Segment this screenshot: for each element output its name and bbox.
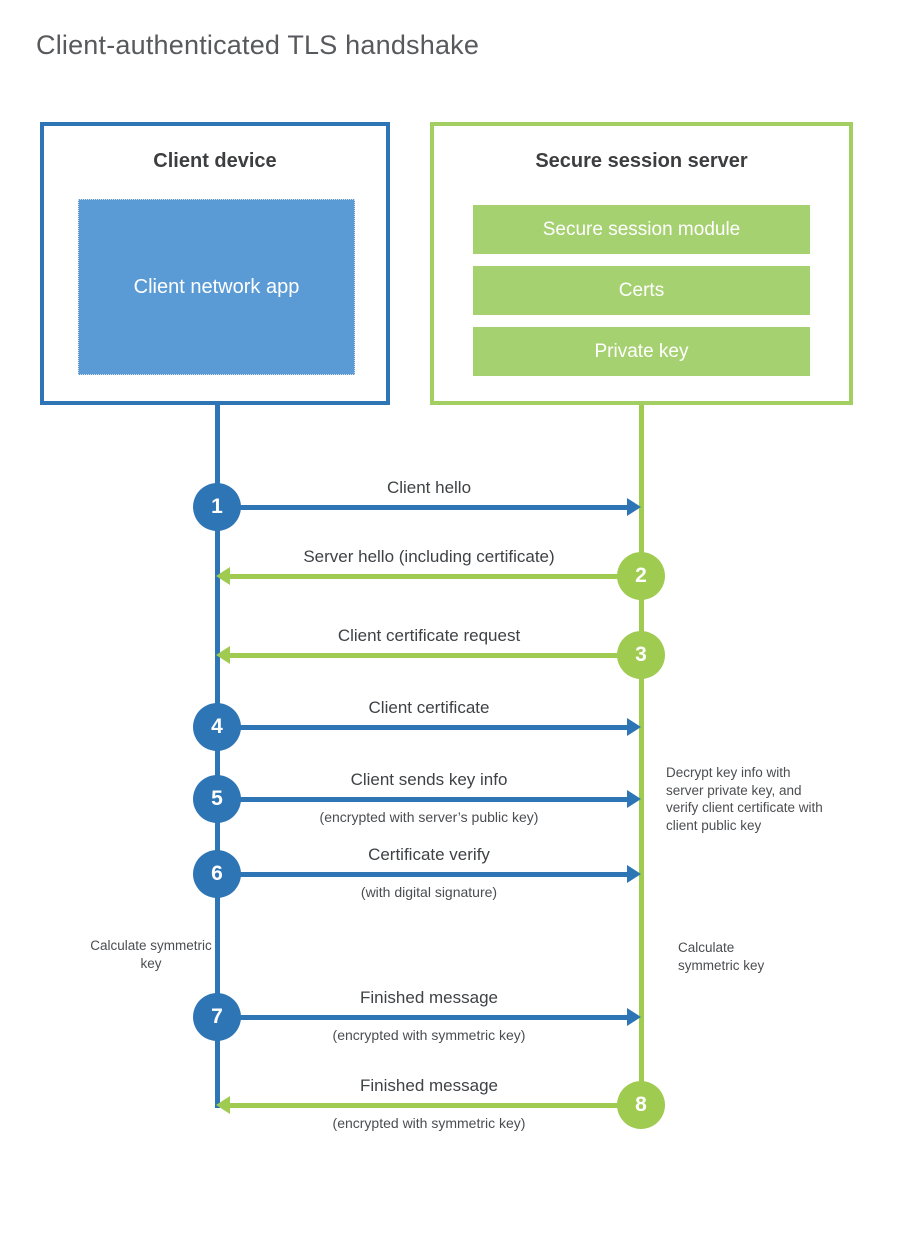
step-8-arrowhead-icon <box>216 1096 230 1114</box>
step-7-number-badge: 7 <box>193 993 241 1041</box>
step-2-number-badge: 2 <box>617 552 665 600</box>
decrypt-note: Decrypt key info with server private key… <box>666 765 823 833</box>
step-3-number-badge: 3 <box>617 631 665 679</box>
client-network-app-box: Client network app <box>78 199 355 375</box>
client-device-box: Client device Client network app <box>40 122 390 405</box>
step-1-arrowhead-icon <box>627 498 641 516</box>
step-7-message-sublabel: (encrypted with symmetric key) <box>332 1027 526 1043</box>
step-1-number-badge: 1 <box>193 483 241 531</box>
step-5-arrow-line <box>217 797 628 802</box>
step-6-message-label: Certificate verify <box>368 845 490 864</box>
client-network-app-label: Client network app <box>133 275 300 298</box>
step-6-arrow-line <box>217 872 628 877</box>
server-lifeline <box>639 405 644 1105</box>
step-7-arrowhead-icon <box>627 1008 641 1026</box>
step-8-message-sublabel: (encrypted with symmetric key) <box>332 1115 526 1131</box>
step-2-arrow-line <box>230 574 641 579</box>
step-5-arrowhead-icon <box>627 790 641 808</box>
step-8-message-label: Finished message <box>360 1076 498 1095</box>
server-module-certs: Certs <box>473 266 810 315</box>
step-5-message-sublabel: (encrypted with server’s public key) <box>319 809 539 825</box>
step-8-number-badge: 8 <box>617 1081 665 1129</box>
step-1-arrow-line <box>217 505 628 510</box>
step-6-number-badge: 6 <box>193 850 241 898</box>
step-4-message-label: Client certificate <box>368 698 490 717</box>
client-lifeline <box>215 405 220 1108</box>
client-device-title: Client device <box>153 150 277 172</box>
calculate-symmetric-key-client: Calculate symmetric key <box>90 938 212 971</box>
step-5-number-badge: 5 <box>193 775 241 823</box>
secure-session-server-box: Secure session server Secure session mod… <box>430 122 853 405</box>
page-title: Client-authenticated TLS handshake <box>36 30 480 60</box>
step-2-arrowhead-icon <box>216 567 230 585</box>
step-7-message-label: Finished message <box>360 988 498 1007</box>
step-4-arrow-line <box>217 725 628 730</box>
step-8-arrow-line <box>230 1103 641 1108</box>
step-5-message-label: Client sends key info <box>350 770 508 789</box>
step-1-message-label: Client hello <box>386 478 472 497</box>
step-7-arrow-line <box>217 1015 628 1020</box>
step-6-arrowhead-icon <box>627 865 641 883</box>
step-4-number-badge: 4 <box>193 703 241 751</box>
secure-session-server-title: Secure session server <box>535 150 748 172</box>
server-module-private-key: Private key <box>473 327 810 376</box>
step-3-arrow-line <box>230 653 641 658</box>
step-4-arrowhead-icon <box>627 718 641 736</box>
step-3-message-label: Client certificate request <box>337 626 521 645</box>
calculate-symmetric-key-server: Calculate symmetric key <box>678 940 765 973</box>
server-module-secure-session: Secure session module <box>473 205 810 254</box>
step-3-arrowhead-icon <box>216 646 230 664</box>
step-2-message-label: Server hello (including certificate) <box>303 547 555 566</box>
step-6-message-sublabel: (with digital signature) <box>360 884 498 900</box>
